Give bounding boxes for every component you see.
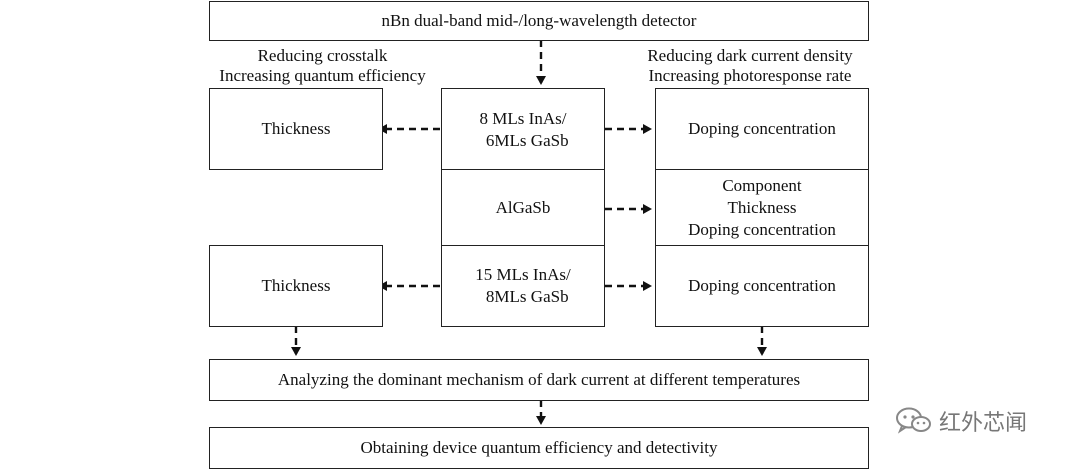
center-middle-box: AlGaSb [441,169,605,247]
center-top-box: 8 MLs InAs/ 6MLs GaSb [441,88,605,171]
watermark-text: 红外芯闻 [939,411,1028,436]
center-middle-text: AlGaSb [495,198,551,217]
center-top-text: 8 MLs InAs/ 6MLs GaSb [479,108,569,150]
analysis-box: Analyzing the dominant mechanism of dark… [209,359,869,401]
watermark: 红外芯闻 [895,405,1027,437]
right-top-box: Doping concentration [655,88,869,170]
left-bottom-box: Thickness [209,245,383,327]
title-text: nBn dual-band mid-/long-wavelength detec… [381,11,697,30]
left-top-box: Thickness [209,88,383,170]
right-middle-box: Component Thickness Doping concentration [655,169,869,247]
wechat-icon [896,407,931,434]
left-bottom-text: Thickness [261,276,331,295]
right-top-text: Doping concentration [688,119,836,138]
analysis-text: Analyzing the dominant mechanism of dark… [277,370,801,389]
right-bottom-box: Doping concentration [655,245,869,327]
left-top-text: Thickness [261,119,331,138]
title-box: nBn dual-band mid-/long-wavelength detec… [209,1,869,41]
result-text: Obtaining device quantum efficiency and … [360,438,718,457]
left-annotation: Reducing crosstalk Increasing quantum ef… [219,46,426,85]
center-bottom-text: 15 MLs InAs/ 8MLs GaSb [475,265,571,306]
center-bottom-box: 15 MLs InAs/ 8MLs GaSb [441,245,605,327]
right-middle-text: Component Thickness Doping concentration [688,176,836,239]
right-annotation: Reducing dark current density Increasing… [647,46,853,85]
result-box: Obtaining device quantum efficiency and … [209,427,869,469]
right-bottom-text: Doping concentration [688,276,836,295]
